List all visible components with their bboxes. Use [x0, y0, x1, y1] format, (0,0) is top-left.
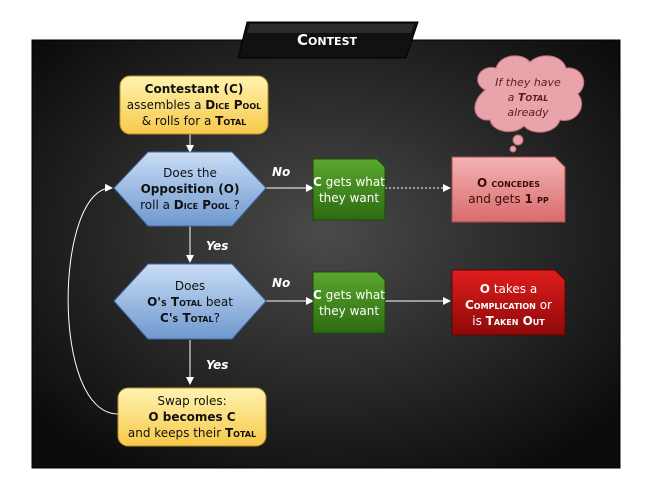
q2-label: Does O's Total beat C's Total?: [147, 279, 233, 325]
q1-label: Does the Opposition (O) roll a Dice Pool…: [140, 166, 240, 212]
win2-node: [312, 271, 386, 334]
connectors: [67, 134, 451, 415]
edge-label-yes-1: Yes: [206, 239, 229, 253]
win1-node: [312, 158, 386, 221]
edge-label-yes-2: Yes: [206, 358, 229, 372]
edge-swap-loop: [67, 183, 119, 415]
title-tab-shine: [247, 24, 414, 33]
edge-label-no-2: No: [272, 276, 291, 290]
win2-label: C gets what they want: [313, 288, 385, 318]
cloud-label: If they have a Total already: [495, 76, 561, 119]
comp-node: [451, 269, 566, 336]
comp-label: O takes a Complication or is Taken Out: [465, 282, 552, 328]
start-node-label: Contestant (C) assembles a Dice Pool & r…: [126, 82, 262, 128]
concede-label: O concedes and gets 1 pp: [468, 176, 549, 206]
q1-decision: [113, 151, 267, 227]
start-node: [119, 75, 269, 135]
thought-cloud: [474, 55, 585, 153]
edge-label-no-1: No: [272, 165, 291, 179]
swap-label: Swap roles: O becomes C and keeps their …: [127, 394, 257, 440]
concede-node: [451, 156, 566, 223]
diagram-title: Contest: [296, 31, 357, 49]
q2-decision: [113, 263, 267, 340]
win1-label: C gets what they want: [313, 175, 385, 205]
swap-node: [117, 387, 267, 447]
